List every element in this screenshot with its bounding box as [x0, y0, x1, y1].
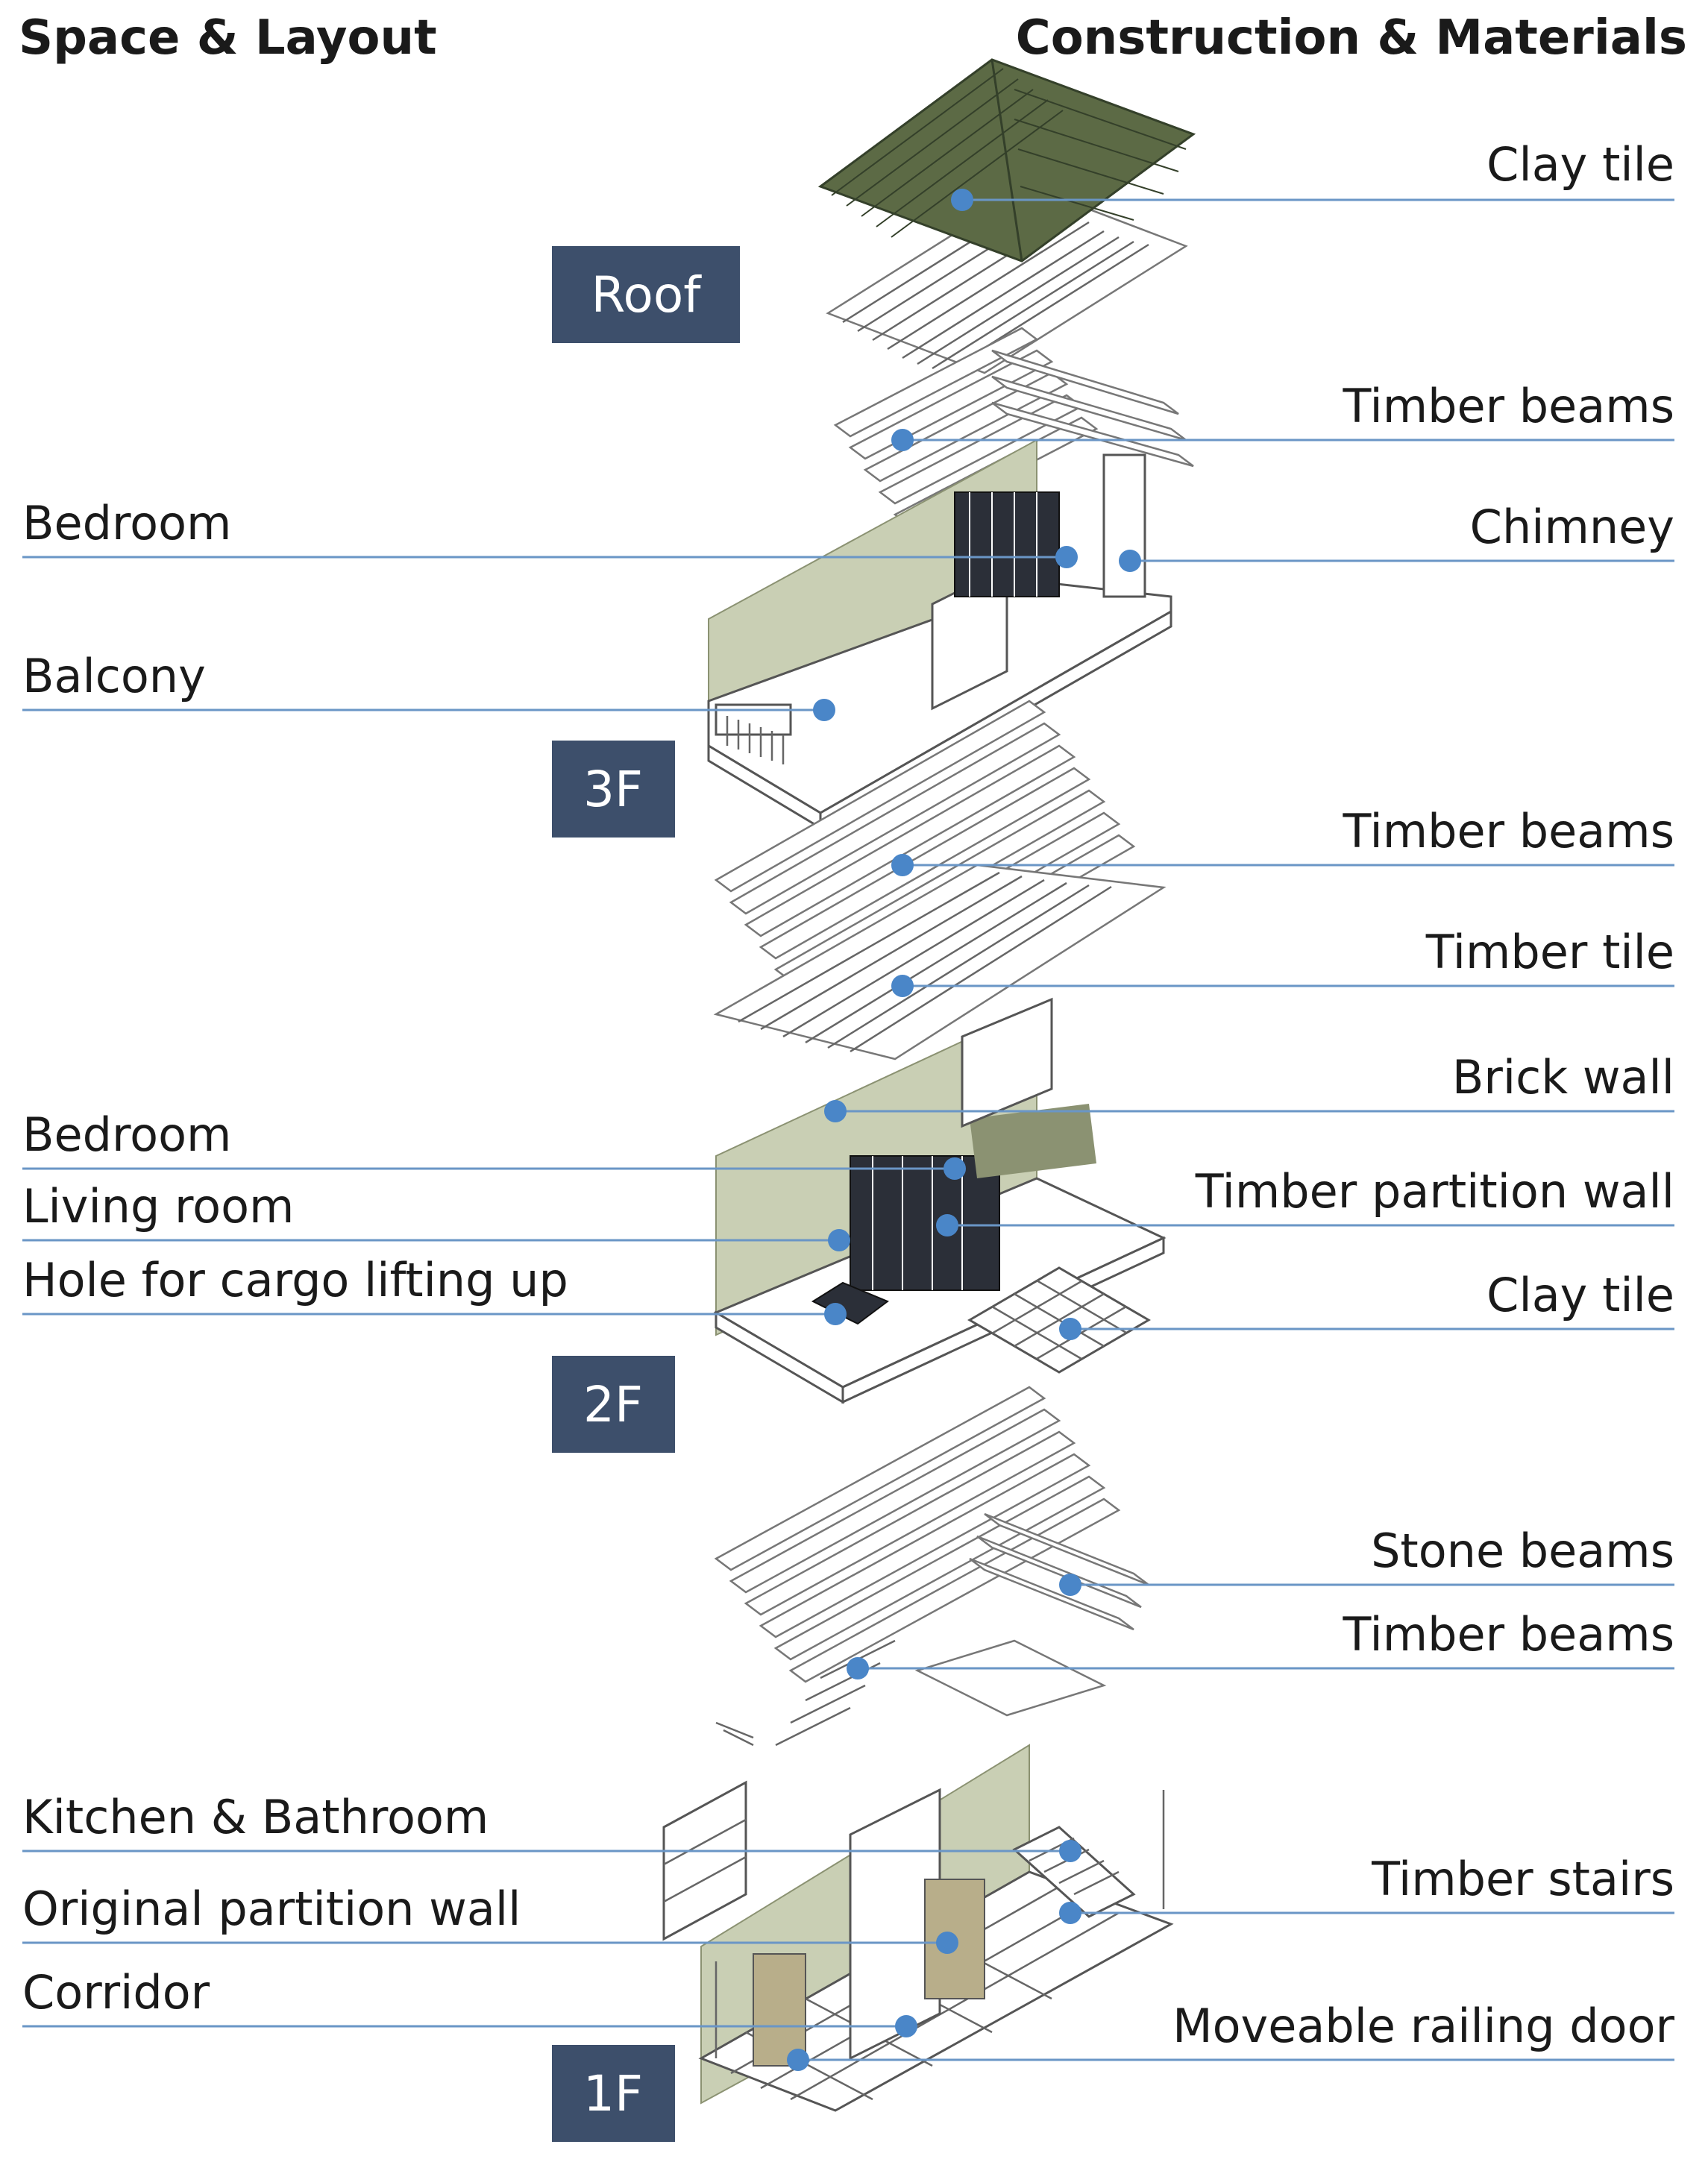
- dot-timber-tile: [891, 975, 914, 997]
- label-timber-beams-1f: Timber beams: [1343, 1607, 1674, 1662]
- label-timber-partition: Timber partition wall: [1195, 1164, 1674, 1219]
- construction-materials-heading: Construction & Materials: [1016, 10, 1687, 66]
- dot-balcony: [813, 699, 835, 721]
- space-labels: Bedroom Balcony Bedroom Living room Hole…: [22, 496, 568, 2020]
- timber-tile-floor: [713, 864, 1167, 1060]
- dot-living-room: [828, 1229, 850, 1251]
- marker-dots: [787, 189, 1141, 2071]
- dot-kitchen-bathroom: [1059, 1840, 1081, 1862]
- balcony-railing: [726, 716, 785, 764]
- dot-bedroom-2f: [944, 1157, 966, 1180]
- label-balcony: Balcony: [22, 649, 206, 703]
- second-floor-assembly: [713, 997, 1167, 1404]
- label-original-partition: Original partition wall: [22, 1882, 521, 1936]
- third-floor-beams-and-tile: [713, 700, 1167, 1060]
- dot-clay-tile-roof: [951, 189, 973, 211]
- dot-timber-beams-3f: [891, 854, 914, 876]
- second-floor-beams: [714, 1386, 1149, 1747]
- label-kitchen-bathroom: Kitchen & Bathroom: [22, 1790, 489, 1844]
- dot-original-partition: [936, 1932, 958, 1954]
- label-living-room: Living room: [22, 1179, 294, 1234]
- third-floor-timber-panels: [954, 491, 1060, 597]
- label-clay-tile-roof: Clay tile: [1486, 137, 1674, 192]
- dot-cargo-hole: [824, 1303, 847, 1325]
- floor-tag-3f: [552, 741, 675, 838]
- floor-tag-2f-label: 2F: [583, 1376, 643, 1433]
- floor-tags: Roof 3F 2F 1F: [552, 246, 740, 2142]
- label-corridor: Corridor: [22, 1965, 210, 2020]
- floor-tag-roof-label: Roof: [591, 266, 703, 324]
- label-timber-beams-3f: Timber beams: [1343, 804, 1674, 858]
- label-stone-beams: Stone beams: [1371, 1524, 1674, 1578]
- dot-stone-beams: [1059, 1574, 1081, 1596]
- floor-tag-1f-label: 1F: [583, 2065, 643, 2122]
- label-clay-tile-2f: Clay tile: [1486, 1268, 1674, 1322]
- dot-moveable-railing: [787, 2049, 809, 2071]
- dot-brick-wall: [824, 1100, 847, 1122]
- dot-timber-stairs: [1059, 1902, 1081, 1924]
- dot-clay-tile-2f: [1059, 1318, 1081, 1340]
- label-chimney: Chimney: [1470, 500, 1674, 554]
- label-bedroom-3f: Bedroom: [22, 496, 231, 550]
- timber-stairs-shape: [1012, 1826, 1136, 1918]
- label-bedroom-2f: Bedroom: [22, 1107, 231, 1162]
- dot-bedroom-3f: [1055, 546, 1078, 568]
- dot-chimney: [1119, 550, 1141, 572]
- floor-tag-1f: [552, 2045, 675, 2142]
- leader-lines: [22, 198, 1674, 2061]
- floor-tag-roof: [552, 246, 740, 343]
- dot-corridor: [895, 2015, 917, 2037]
- material-labels: Clay tile Timber beams Chimney Timber be…: [1172, 137, 1674, 2053]
- dot-timber-beams-roof: [891, 429, 914, 451]
- label-cargo-hole: Hole for cargo lifting up: [22, 1253, 568, 1307]
- chimney-shape: [1102, 453, 1146, 598]
- first-floor-assembly: [662, 1744, 1174, 2112]
- space-layout-heading: Space & Layout: [19, 10, 437, 66]
- dot-timber-beams-1f: [847, 1657, 869, 1679]
- label-timber-beams-roof: Timber beams: [1343, 379, 1674, 433]
- dot-timber-partition: [936, 1214, 958, 1236]
- label-brick-wall: Brick wall: [1452, 1050, 1674, 1104]
- label-timber-stairs: Timber stairs: [1371, 1852, 1674, 1906]
- floor-tag-3f-label: 3F: [583, 761, 643, 818]
- label-moveable-railing: Moveable railing door: [1172, 1999, 1674, 2053]
- second-floor-timber-panels: [850, 1155, 1000, 1291]
- floor-tag-2f: [552, 1356, 675, 1453]
- label-timber-tile: Timber tile: [1425, 925, 1674, 979]
